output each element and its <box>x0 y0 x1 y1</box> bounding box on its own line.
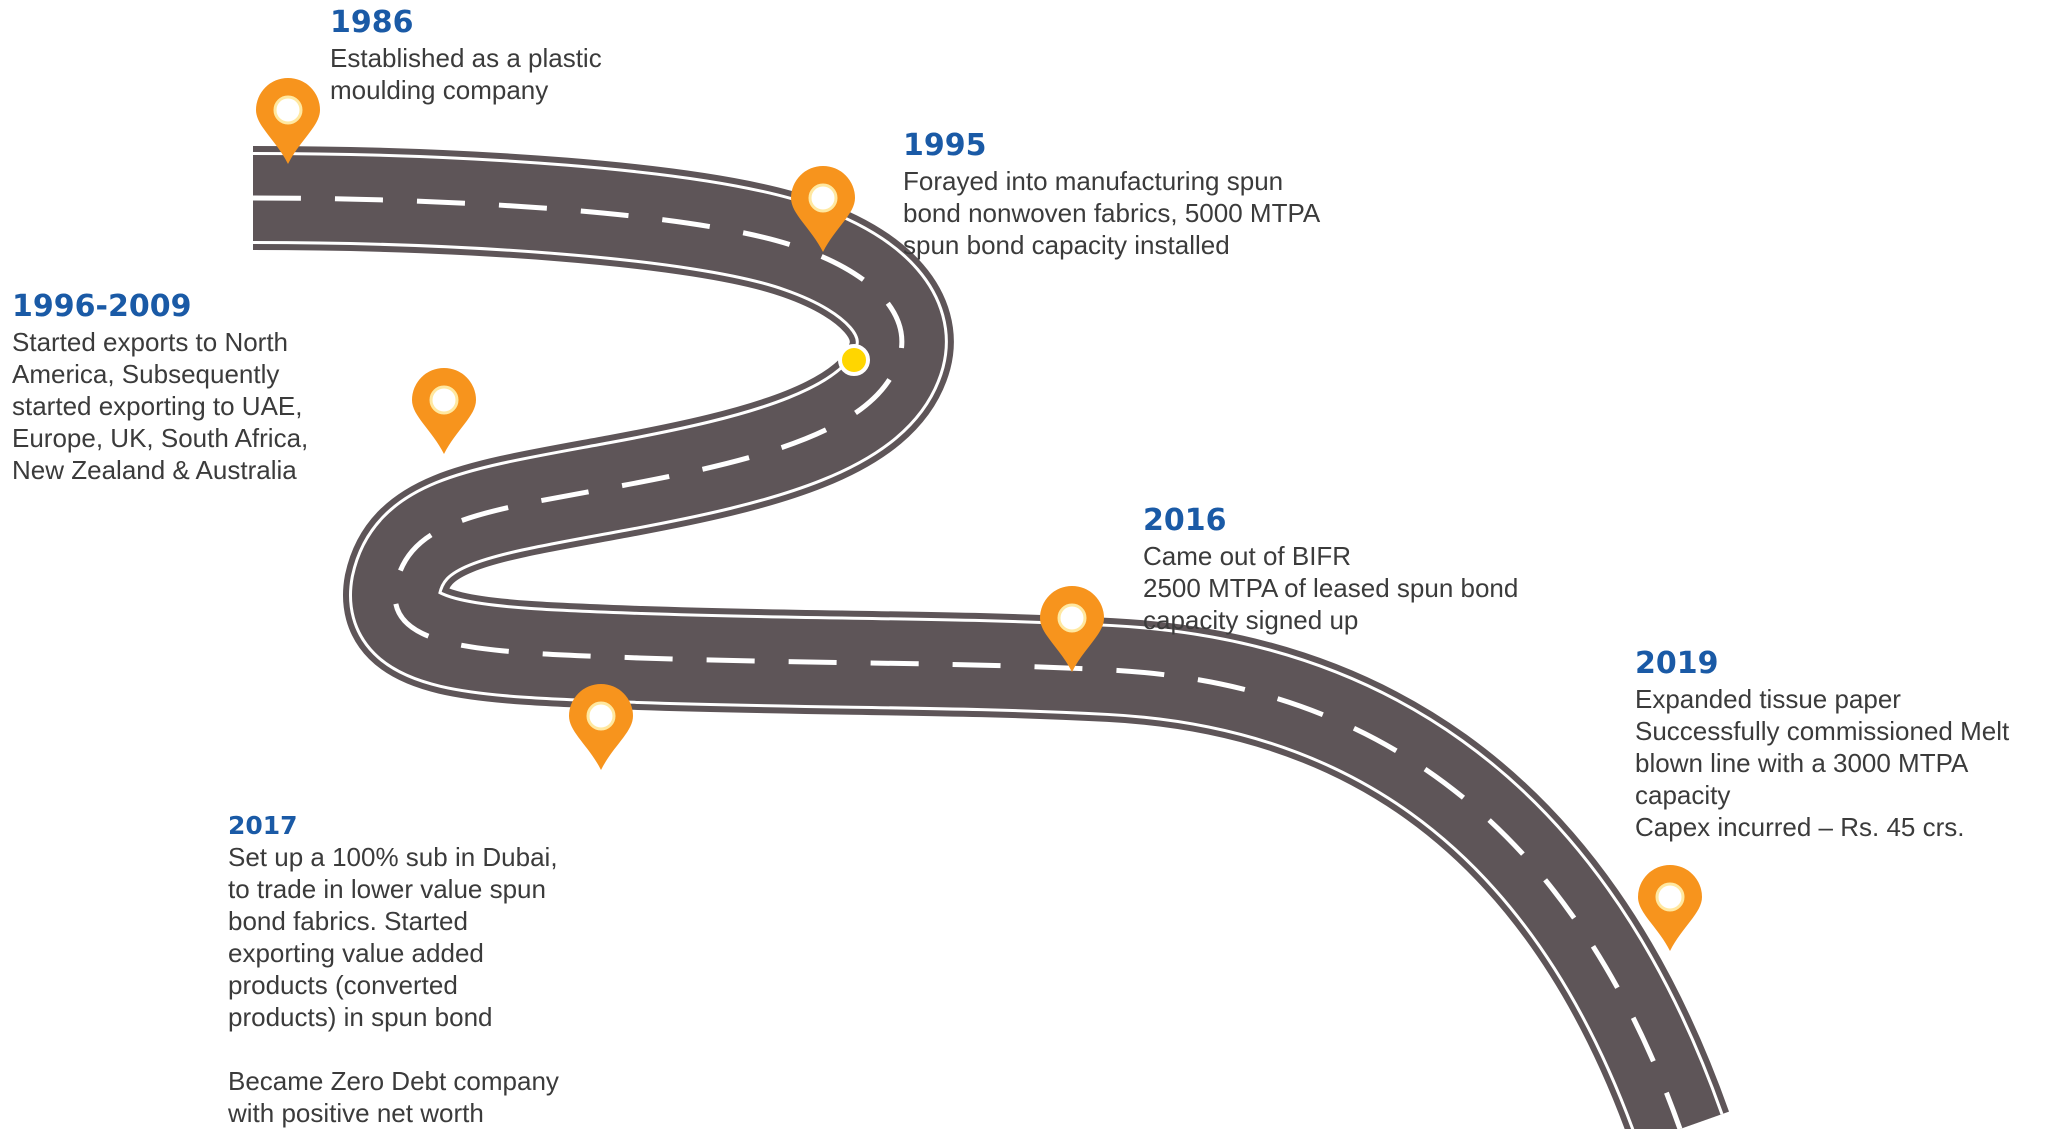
milestone-description-line: blown line with a 3000 MTPA <box>1635 747 1969 778</box>
map-pin-dot <box>273 95 303 125</box>
map-pin-dot <box>1057 603 1087 633</box>
milestone-description-line: New Zealand & Australia <box>12 454 297 485</box>
milestone-description-line: capacity signed up <box>1143 604 1359 635</box>
milestone-year: 1996-2009 <box>12 289 192 324</box>
milestone-description-line: moulding company <box>330 74 549 105</box>
milestone-description-line: products (converted <box>228 970 458 1001</box>
milestone-spacer <box>228 1033 559 1065</box>
pin-1995-icon <box>791 166 855 252</box>
milestone-year: 1995 <box>903 128 987 163</box>
milestone-description-line: spun bond capacity installed <box>903 229 1230 260</box>
milestone-description-line: Established as a plastic <box>330 42 602 73</box>
milestone-description-line: Forayed into manufacturing spun <box>903 165 1284 196</box>
map-pin-dot <box>1655 882 1685 912</box>
milestone-description-line: Started exports to North <box>12 326 289 357</box>
milestone-description-line: with positive net worth <box>228 1098 484 1129</box>
milestone-description-line: America, Subsequently <box>12 358 280 389</box>
milestone-description-line: Set up a 100% sub in Dubai, <box>228 842 558 873</box>
milestone-year: 2019 <box>1635 646 1719 681</box>
milestone-description-line: Capex incurred – Rs. 45 crs. <box>1635 811 1965 842</box>
milestone-description-line: Successfully commissioned Melt <box>1635 715 2010 746</box>
milestone-year: 2016 <box>1143 503 1227 538</box>
milestone-description-line: products) in spun bond <box>228 1002 493 1033</box>
map-pin-dot <box>429 385 459 415</box>
map-pin-dot <box>586 701 616 731</box>
milestone-description-line: Came out of BIFR <box>1143 540 1352 571</box>
pin-2019-icon <box>1638 865 1702 951</box>
pin-1986-icon <box>256 78 320 164</box>
milestone-description-line: exporting value added <box>228 938 484 969</box>
milestone-description-line: Europe, UK, South Africa, <box>12 422 309 453</box>
milestone-description-line: 2500 MTPA of leased spun bond <box>1143 572 1519 603</box>
milestone-description-line: Became Zero Debt company <box>228 1066 559 1097</box>
pin-2017-icon <box>569 684 633 770</box>
map-pin-dot <box>808 183 838 213</box>
road-marker-dot <box>838 344 870 376</box>
milestone-year: 2017 <box>228 811 298 840</box>
milestone-description-line: capacity <box>1635 779 1731 810</box>
milestone-description-line: to trade in lower value spun <box>228 874 546 905</box>
pin-2016-icon <box>1040 586 1104 672</box>
milestone-description-line: started exporting to UAE, <box>12 390 303 421</box>
milestone-description-line: bond nonwoven fabrics, 5000 MTPA <box>903 197 1321 228</box>
milestone-description-line: bond fabrics. Started <box>228 906 468 937</box>
pin-1996-2009-icon <box>412 368 476 454</box>
milestone-year: 1986 <box>330 5 414 40</box>
milestone-description-line: Expanded tissue paper <box>1635 683 1901 714</box>
